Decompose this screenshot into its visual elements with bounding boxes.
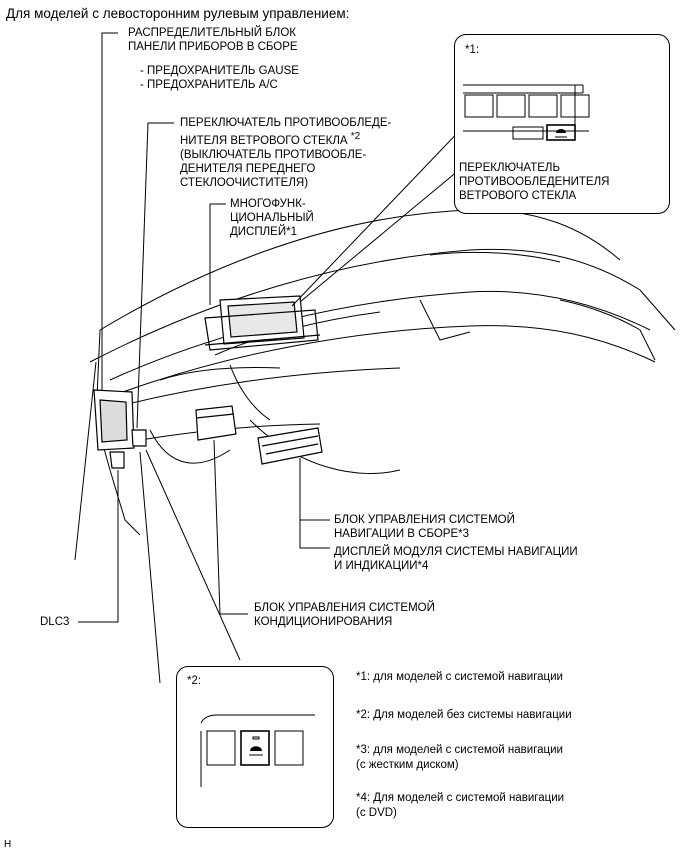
defroster-icon	[249, 746, 263, 756]
callout-2: *2:	[176, 666, 334, 828]
label-junction-block: РАСПРЕДЕЛИТЕЛЬНЫЙ БЛОК ПАНЕЛИ ПРИБОРОВ В…	[128, 27, 298, 53]
label-fuses: - ПРЕДОХРАНИТЕЛЬ GAUSE - ПРЕДОХРАНИТЕЛЬ …	[140, 65, 299, 91]
footnote-3: *3: для моделей с системой навигации	[356, 744, 563, 756]
label-nav-ecu: БЛОК УПРАВЛЕНИЯ СИСТЕМОЙ НАВИГАЦИИ В СБО…	[334, 514, 515, 540]
deicer-note: *2	[350, 131, 361, 142]
label-multi-display: МНОГОФУНК- ЦИОНАЛЬНЫЙ ДИСПЛЕЙ*1	[230, 198, 314, 238]
callout-1-text: ПЕРЕКЛЮЧАТЕЛЬ ПРОТИВООБЛЕДЕНИТЕЛЯ ВЕТРОВ…	[459, 162, 610, 202]
switch-panel	[200, 714, 315, 787]
ac-control-unit	[195, 405, 237, 441]
footnote-2: *2: Для моделей без системы навигации	[356, 709, 572, 721]
panel-with-deicer-switch	[463, 84, 590, 141]
footnote-1: *1: для моделей с системой навигации	[356, 671, 563, 683]
footnote-4-cont: (с DVD)	[356, 807, 397, 819]
page-header: Для моделей с левосторонним рулевым упра…	[6, 6, 350, 21]
label-deicer-switch: ПЕРЕКЛЮЧАТЕЛЬ ПРОТИВООБЛЕДЕ- НИТЕЛЯ ВЕТР…	[180, 117, 392, 189]
corner-mark: H	[4, 839, 12, 850]
multifunction-display	[204, 295, 321, 351]
label-ac-ecu: БЛОК УПРАВЛЕНИЯ СИСТЕМОЙ КОНДИЦИОНИРОВАН…	[254, 602, 435, 628]
label-dlc3: DLC3	[40, 616, 70, 628]
defroster-icon	[555, 129, 567, 138]
callout-1: *1: ПЕРЕКЛЮЧАТЕЛЬ ПРОТИВООБЛЕДЕНИТЕЛЯ ВЕ…	[454, 34, 670, 214]
label-nav-display: ДИСПЛЕЙ МОДУЛЯ СИСТЕМЫ НАВИГАЦИИ И ИНДИК…	[334, 546, 578, 572]
footnote-4: *4: Для моделей с системой навигации	[356, 792, 565, 804]
navigation-ecu	[257, 427, 323, 465]
callout-1-tag: *1:	[465, 44, 480, 56]
footnote-3-cont: (с жестким диском)	[356, 759, 459, 771]
callout-2-tag: *2:	[187, 675, 202, 687]
junction-block	[93, 389, 147, 469]
